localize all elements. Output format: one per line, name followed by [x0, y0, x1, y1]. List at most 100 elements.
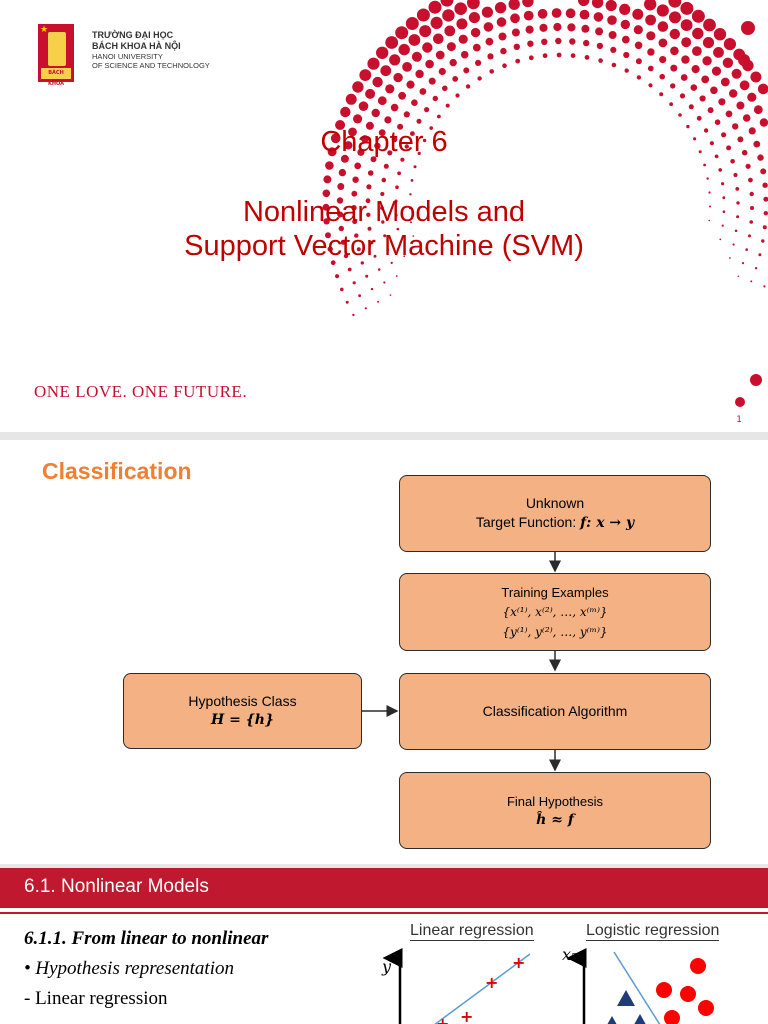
decorative-dot	[749, 220, 753, 224]
decorative-dot	[703, 18, 716, 32]
decorative-dot	[380, 65, 392, 77]
decorative-dot	[370, 240, 374, 245]
decorative-dot	[702, 56, 712, 66]
decorative-dot	[692, 27, 704, 40]
decorative-dot	[620, 19, 630, 30]
decorative-dot	[537, 8, 548, 19]
decorative-dot	[736, 101, 745, 110]
decorative-dot	[523, 10, 534, 21]
decorative-dot	[477, 76, 482, 81]
decorative-dot	[344, 141, 353, 150]
decorative-dot	[553, 22, 562, 32]
decorative-dot	[634, 41, 643, 50]
university-line-3: HANOI UNIVERSITY	[92, 52, 163, 61]
decorative-dot	[398, 43, 410, 56]
decorative-dot	[542, 53, 548, 59]
target-function-math: f: x → y	[580, 515, 635, 531]
decorative-dot	[374, 142, 381, 149]
training-y-set: {y⁽¹⁾, y⁽²⁾, …, y⁽ᵐ⁾}	[502, 624, 608, 639]
decorative-dot	[348, 127, 357, 137]
data-point-plus: +	[512, 953, 525, 972]
left-fit-line	[434, 953, 531, 1024]
decorative-dot	[737, 136, 744, 143]
decorative-dot	[389, 54, 401, 66]
decorative-dot	[508, 0, 520, 10]
decorative-dot	[551, 8, 562, 18]
decorative-dot	[489, 69, 495, 74]
decorative-dot	[759, 118, 768, 127]
decorative-dot	[680, 74, 688, 81]
decorative-dot	[468, 12, 480, 24]
regression-plots: y + + + + x₂	[381, 945, 714, 1024]
data-point-plus: +	[460, 1007, 473, 1024]
decorative-dot	[395, 275, 398, 277]
decorative-dot	[470, 27, 481, 38]
decorative-dot	[714, 119, 721, 125]
decorative-dot	[691, 9, 705, 23]
decorative-dot	[366, 212, 371, 217]
decorative-dot	[396, 227, 400, 231]
decorative-dot	[669, 11, 681, 24]
decorative-dot	[669, 102, 673, 107]
decorative-dot	[713, 28, 727, 41]
decorative-dot	[408, 207, 412, 210]
decorative-dot	[343, 253, 349, 259]
decorative-dot	[510, 13, 520, 24]
star-icon: ★	[40, 25, 49, 35]
bullet-linear-regression: - Linear regression	[24, 988, 168, 1009]
decorative-dot	[381, 177, 387, 183]
decorative-dot	[711, 66, 722, 76]
decorative-dot	[734, 229, 738, 233]
decorative-dot	[409, 193, 412, 196]
decorative-dot	[760, 168, 767, 175]
decorative-dot	[340, 154, 349, 163]
decorative-dot	[578, 0, 590, 7]
decorative-dot	[668, 0, 682, 8]
decorative-dot	[761, 239, 765, 243]
decorative-dot	[607, 15, 617, 25]
decorative-dot	[496, 17, 507, 27]
decorative-dot	[699, 95, 706, 102]
decorative-dot	[383, 163, 389, 169]
decorative-dot	[338, 225, 344, 232]
bullet-hypothesis-representation: • Hypothesis representation	[24, 958, 234, 980]
logo-text: BÁCH KHOA	[41, 68, 71, 87]
decorative-dot	[762, 225, 767, 230]
decorative-dot	[377, 268, 381, 271]
decorative-dot	[753, 140, 761, 148]
section-header-bar: 6.1. Nonlinear Models	[0, 868, 768, 908]
university-line-2: BÁCH KHOA HÀ NỘI	[92, 41, 181, 51]
decorative-dot	[352, 313, 355, 317]
data-point-plus: +	[436, 1014, 449, 1024]
decorative-dot	[367, 226, 372, 231]
header-underline	[0, 912, 768, 914]
decorative-dot	[475, 59, 482, 66]
decorative-dot	[635, 58, 642, 65]
decorative-dot	[410, 131, 415, 137]
decorative-dot	[713, 47, 724, 58]
decorative-dot	[390, 261, 393, 264]
decorative-dot	[735, 397, 745, 407]
university-line-4: OF SCIENCE AND TECHNOLOGY	[92, 61, 210, 70]
decorative-dot	[732, 123, 739, 130]
decorative-dot	[738, 54, 750, 66]
decorative-dot	[741, 149, 748, 156]
decorative-dot	[335, 274, 340, 279]
decorative-dot	[579, 9, 590, 20]
decorative-dot	[692, 46, 702, 56]
training-title: Training Examples	[501, 584, 609, 600]
decorative-dot	[748, 177, 753, 183]
decorative-dot	[732, 243, 735, 246]
nonlinear-models-slide: 6.1. Nonlinear Models 6.1.1. From linear…	[0, 868, 768, 1024]
final-title: Final Hypothesis	[506, 793, 604, 809]
decorative-dot	[636, 75, 642, 80]
decorative-dot	[365, 121, 374, 130]
decorative-dot	[610, 46, 617, 54]
decorative-dot	[722, 57, 734, 68]
decorative-dot	[500, 47, 507, 55]
decorative-dot	[702, 37, 715, 49]
decorative-dot	[570, 53, 576, 58]
decorative-dot	[364, 307, 367, 310]
decorative-dot	[352, 219, 358, 225]
decorative-dot	[422, 138, 427, 143]
